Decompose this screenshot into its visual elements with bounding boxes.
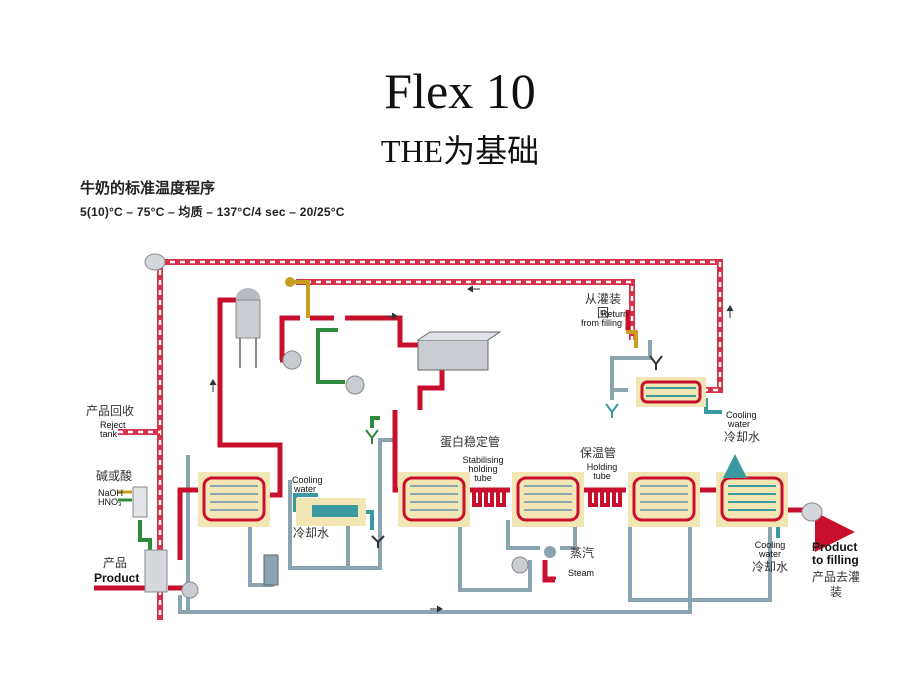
holding-label: holding xyxy=(468,464,498,474)
product-en-label: Product xyxy=(94,571,140,585)
deaerator-vessel xyxy=(235,288,261,368)
cooling-water-3-label-b: water xyxy=(758,549,781,559)
holding-tube-en-label: Holding xyxy=(586,462,618,472)
tank-label: tank xyxy=(100,429,118,439)
product-to-filling-cn-label: 产品去灌 xyxy=(812,570,861,584)
cooling-water-2-label-a: Cooling xyxy=(726,410,757,420)
cooling-water-1-cn-label: 冷却水 xyxy=(293,526,330,540)
steam-en-label: Steam xyxy=(568,568,595,578)
water-circuit xyxy=(178,340,772,614)
from-filling-label: from filling xyxy=(581,318,623,328)
heat-exchanger-5 xyxy=(716,472,788,527)
heat-exchanger-1 xyxy=(198,472,270,527)
holding-tube xyxy=(588,488,622,507)
cip-line xyxy=(138,328,380,552)
steam-line xyxy=(290,280,638,348)
heat-exchanger-3 xyxy=(512,472,584,527)
product-cn-label: 产品 xyxy=(103,556,128,570)
holding-tube-cn-label: 保温管 xyxy=(580,446,617,460)
product-pump xyxy=(181,350,529,599)
cooling-water-1-label-a: Cooling xyxy=(292,475,323,485)
return-label: Return xyxy=(601,309,629,319)
product-return-label: 产品回收 xyxy=(86,404,135,418)
protein-stabilising-label: 蛋白稳定管 xyxy=(440,435,501,449)
temperature-program: 5(10)°C – 75°C – 均质 – 137°C/4 sec – 20/2… xyxy=(80,205,345,219)
balance-tank xyxy=(132,486,168,593)
product-to-filling-cn2-label: 装 xyxy=(830,585,843,599)
heat-exchanger-2 xyxy=(398,472,470,527)
cooling-water-1-label-b: water xyxy=(294,484,317,494)
alkali-acid-label: 碱或酸 xyxy=(96,469,133,483)
cooling-water-2-label-b: water xyxy=(728,419,751,429)
cooling-water-3-label-a: Cooling xyxy=(754,540,786,550)
heat-exchanger-4 xyxy=(628,472,700,527)
valve-outlet xyxy=(801,502,823,522)
cooler-small xyxy=(296,498,366,526)
holding-tube-en2-label: tube xyxy=(593,471,611,481)
stabilising-label: Stabilising xyxy=(462,455,504,465)
reject-label: Reject xyxy=(100,420,126,430)
cooling-water-2-cn-label: 冷却水 xyxy=(724,430,761,444)
steam-valve xyxy=(285,277,556,580)
return-cooler xyxy=(636,377,706,407)
tube-label: tube xyxy=(474,473,492,483)
product-to-filling-label-1: Product xyxy=(812,540,858,554)
product-to-filling-label-2: to filling xyxy=(812,553,859,567)
program-heading: 牛奶的标准温度程序 xyxy=(80,180,216,197)
from-filling-cn2-label: 回 xyxy=(597,306,610,320)
steam-cn-label: 蒸汽 xyxy=(570,546,595,560)
cooling-pump xyxy=(263,554,279,586)
from-filling-cn-label: 从灌装 xyxy=(585,292,622,306)
cooling-water-3-cn-label: 冷却水 xyxy=(752,560,789,574)
stabilising-holding-tube xyxy=(472,488,506,507)
page-subtitle: THE为基础 xyxy=(380,133,540,169)
page-title: Flex 10 xyxy=(384,63,536,119)
flow-arrows xyxy=(209,285,734,613)
homogenizer xyxy=(417,331,502,371)
hno3-label: HNO₃ xyxy=(98,497,122,507)
drain-funnels xyxy=(365,355,663,548)
naoh-label: NaOH xyxy=(98,488,124,498)
valve-top-left xyxy=(144,253,166,271)
